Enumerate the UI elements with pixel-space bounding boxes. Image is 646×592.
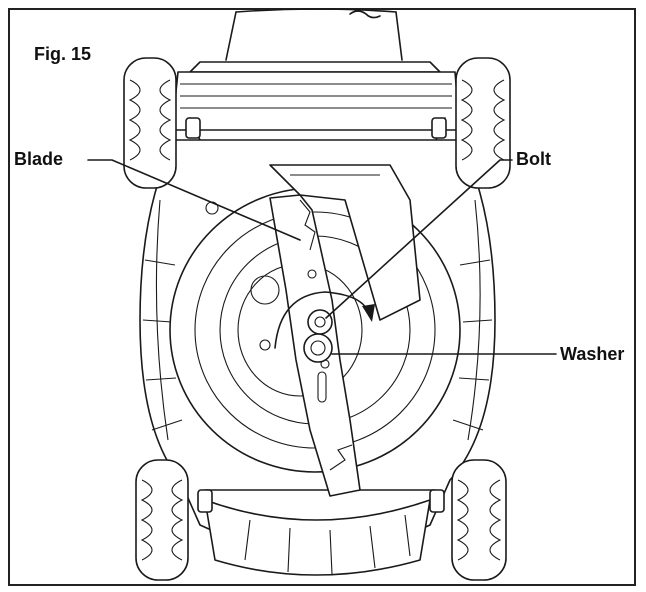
handle <box>225 8 403 61</box>
spring-right-icon <box>431 117 447 139</box>
bolt-assembly <box>250 275 333 363</box>
bolt-icon <box>307 309 333 335</box>
blade-label: Blade <box>14 149 64 169</box>
washer-icon <box>303 333 333 363</box>
rear-housing <box>171 61 461 141</box>
wheel-rear-right <box>451 459 507 581</box>
washer-label: Washer <box>560 344 625 364</box>
bolt-label: Bolt <box>516 149 551 169</box>
blade-leader <box>87 159 301 241</box>
wheel-front-right <box>455 57 511 189</box>
figure-title: Fig. 15 <box>34 44 92 64</box>
bolt-leader <box>325 159 513 319</box>
spring-rear-left-icon <box>197 489 213 513</box>
rotation-arrow-icon <box>274 291 375 349</box>
spring-rear-right-icon <box>429 489 445 513</box>
wheel-rear-left <box>135 459 189 581</box>
leader-lines <box>87 159 557 355</box>
spring-left-icon <box>185 117 201 139</box>
wheel-front-left <box>123 57 177 189</box>
